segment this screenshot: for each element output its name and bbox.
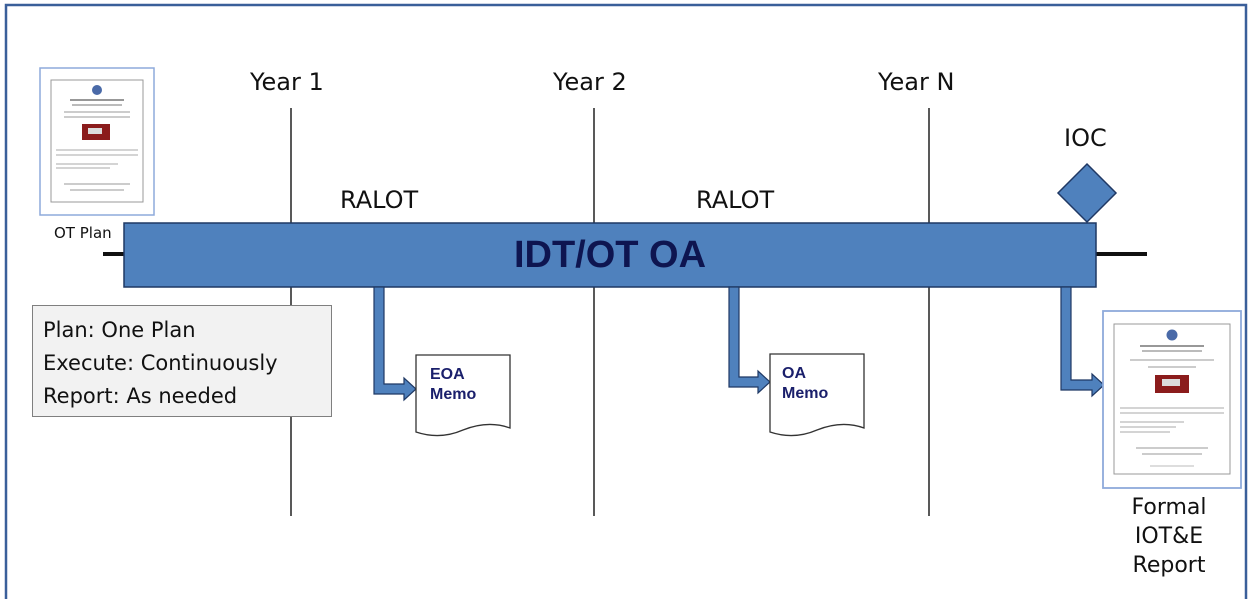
bar-title: IDT/OT OA (513, 234, 707, 276)
final-report-document (1102, 310, 1242, 489)
year-1-label: Year 1 (250, 68, 324, 96)
idt-ot-oa-bar (123, 222, 1097, 288)
oa-arrow (728, 286, 771, 395)
ot-plan-label: OT Plan (54, 224, 112, 242)
info-line-report: Report: As needed (43, 384, 238, 408)
report-line-1: Formal (1131, 495, 1207, 520)
info-box: Plan: One Plan Execute: Continuously Rep… (32, 305, 332, 417)
ioc-label: IOC (1064, 124, 1107, 152)
report-line-3: Report (1132, 553, 1206, 578)
oa-memo-line-1: OA (782, 365, 806, 382)
report-arrow (1060, 286, 1105, 398)
eoa-arrow (373, 286, 417, 402)
eoa-memo-document (415, 354, 511, 437)
report-line-2: IOT&E (1134, 524, 1204, 549)
outer-frame (4, 3, 1248, 599)
ralot-label-2: RALOT (696, 186, 775, 214)
oa-memo-line-2: Memo (782, 385, 829, 402)
eoa-memo-label: EOA Memo (430, 365, 476, 405)
year-2-label: Year 2 (553, 68, 627, 96)
ioc-milestone-diamond (1056, 162, 1118, 224)
info-line-execute: Execute: Continuously (43, 351, 278, 375)
ot-plan-document (39, 67, 155, 216)
final-report-label: Formal IOT&E Report (1113, 493, 1225, 580)
eoa-memo-line-2: Memo (430, 386, 477, 403)
oa-memo-document (769, 353, 865, 437)
year-n-label: Year N (878, 68, 955, 96)
ralot-label-1: RALOT (340, 186, 419, 214)
eoa-memo-line-1: EOA (430, 366, 465, 383)
oa-memo-label: OA Memo (782, 364, 828, 404)
info-line-plan: Plan: One Plan (43, 318, 196, 342)
